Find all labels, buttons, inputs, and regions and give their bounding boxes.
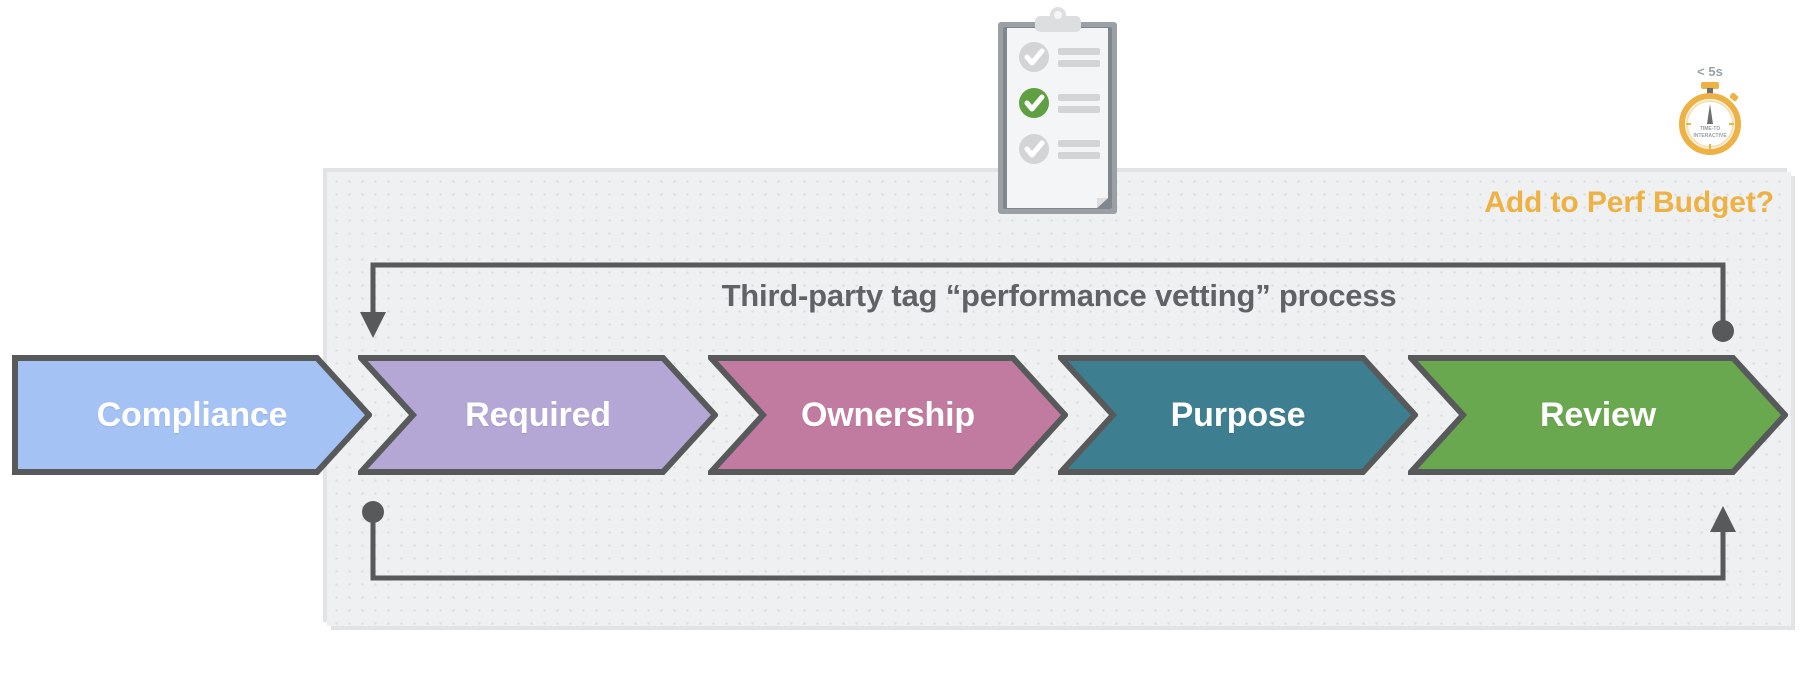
stopwatch-icon: < 5s TIME-TO INTERACTIVE bbox=[1668, 62, 1752, 158]
stage-compliance-label: Compliance bbox=[96, 395, 288, 434]
perf-budget-callout: Add to Perf Budget? bbox=[1484, 186, 1774, 219]
stopwatch-face-line2: INTERACTIVE bbox=[1693, 133, 1727, 139]
stage-review[interactable]: Review bbox=[1408, 355, 1788, 475]
stopwatch-badge-text: < 5s bbox=[1697, 64, 1723, 79]
stage-required-shape bbox=[358, 355, 718, 475]
stage-purpose-label: Purpose bbox=[1170, 395, 1306, 434]
stage-compliance[interactable]: Compliance bbox=[12, 355, 372, 475]
stage-purpose[interactable]: Purpose bbox=[1058, 355, 1418, 475]
stage-purpose-shape bbox=[1058, 355, 1418, 475]
stage-required[interactable]: Required bbox=[358, 355, 718, 475]
stage-ownership-shape bbox=[708, 355, 1068, 475]
process-stage-row: Compliance Required Ownership Purpose bbox=[0, 355, 1810, 475]
checklist-clipboard-icon bbox=[985, 6, 1130, 221]
stage-ownership-label: Ownership bbox=[801, 395, 975, 434]
stage-review-label: Review bbox=[1540, 395, 1656, 434]
process-title: Third-party tag “performance vetting” pr… bbox=[721, 278, 1397, 313]
stage-required-label: Required bbox=[465, 395, 611, 434]
stage-review-shape bbox=[1408, 355, 1788, 475]
stopwatch-face-line1: TIME-TO bbox=[1700, 126, 1721, 132]
stage-compliance-shape bbox=[12, 355, 372, 475]
stage-ownership[interactable]: Ownership bbox=[708, 355, 1068, 475]
